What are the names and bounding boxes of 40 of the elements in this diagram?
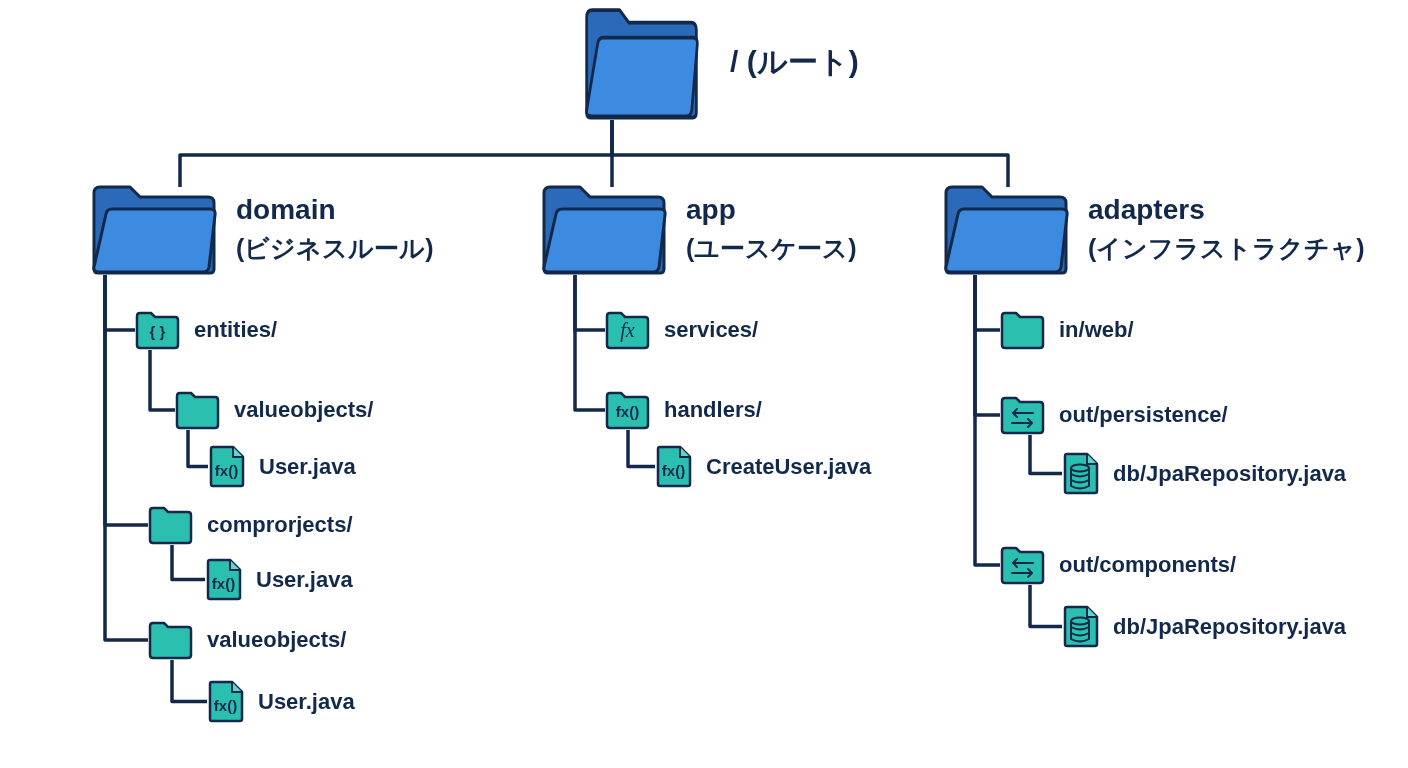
folder-name: valueobjects/ <box>234 397 374 423</box>
icon-label: fx() <box>661 463 686 478</box>
tree-connector <box>610 120 1010 187</box>
folder-description: (ビジネスルール) <box>236 232 434 264</box>
file-name: User.java <box>258 688 355 715</box>
icon-label: { } <box>149 324 166 339</box>
tree-connector <box>186 430 208 469</box>
icon-label: fx() <box>615 404 640 419</box>
folder-description: (インフラストラクチャ) <box>1088 232 1365 264</box>
folder-label: domain <box>236 193 337 226</box>
folder-name: entities/ <box>194 317 278 343</box>
folder-name: services/ <box>664 317 759 343</box>
icon-label: fx() <box>211 576 236 591</box>
tree-connector <box>573 275 605 412</box>
tree-connector <box>1028 585 1062 629</box>
tree-connector <box>626 430 655 469</box>
tree-connector <box>170 545 205 582</box>
file-name: CreateUser.java <box>706 453 872 480</box>
tree-connector <box>1028 435 1062 476</box>
file-name: User.java <box>259 453 356 480</box>
file-name: db/JpaRepository.java <box>1113 460 1347 487</box>
file-name: db/JpaRepository.java <box>1113 613 1347 640</box>
folder-label: adapters <box>1088 193 1206 226</box>
icon-label: fx() <box>213 698 238 713</box>
tree-connector <box>170 660 207 704</box>
folder-name: comprorjects/ <box>207 512 353 538</box>
folder-name: out/persistence/ <box>1059 402 1228 428</box>
icon-label: fx() <box>214 463 239 478</box>
folder-name: in/web/ <box>1059 317 1134 343</box>
folder-name: valueobjects/ <box>207 627 347 653</box>
folder-label: / (ルート) <box>730 44 859 80</box>
tree-connector <box>973 275 1000 567</box>
file-name: User.java <box>256 566 353 593</box>
icon-label: fx <box>620 320 635 340</box>
tree-connector <box>103 275 148 642</box>
folder-label: app <box>686 193 737 226</box>
folder-name: handlers/ <box>664 397 762 423</box>
folder-description: (ユースケース) <box>686 232 857 264</box>
tree-connector <box>148 350 175 412</box>
folder-name: out/components/ <box>1059 552 1237 578</box>
